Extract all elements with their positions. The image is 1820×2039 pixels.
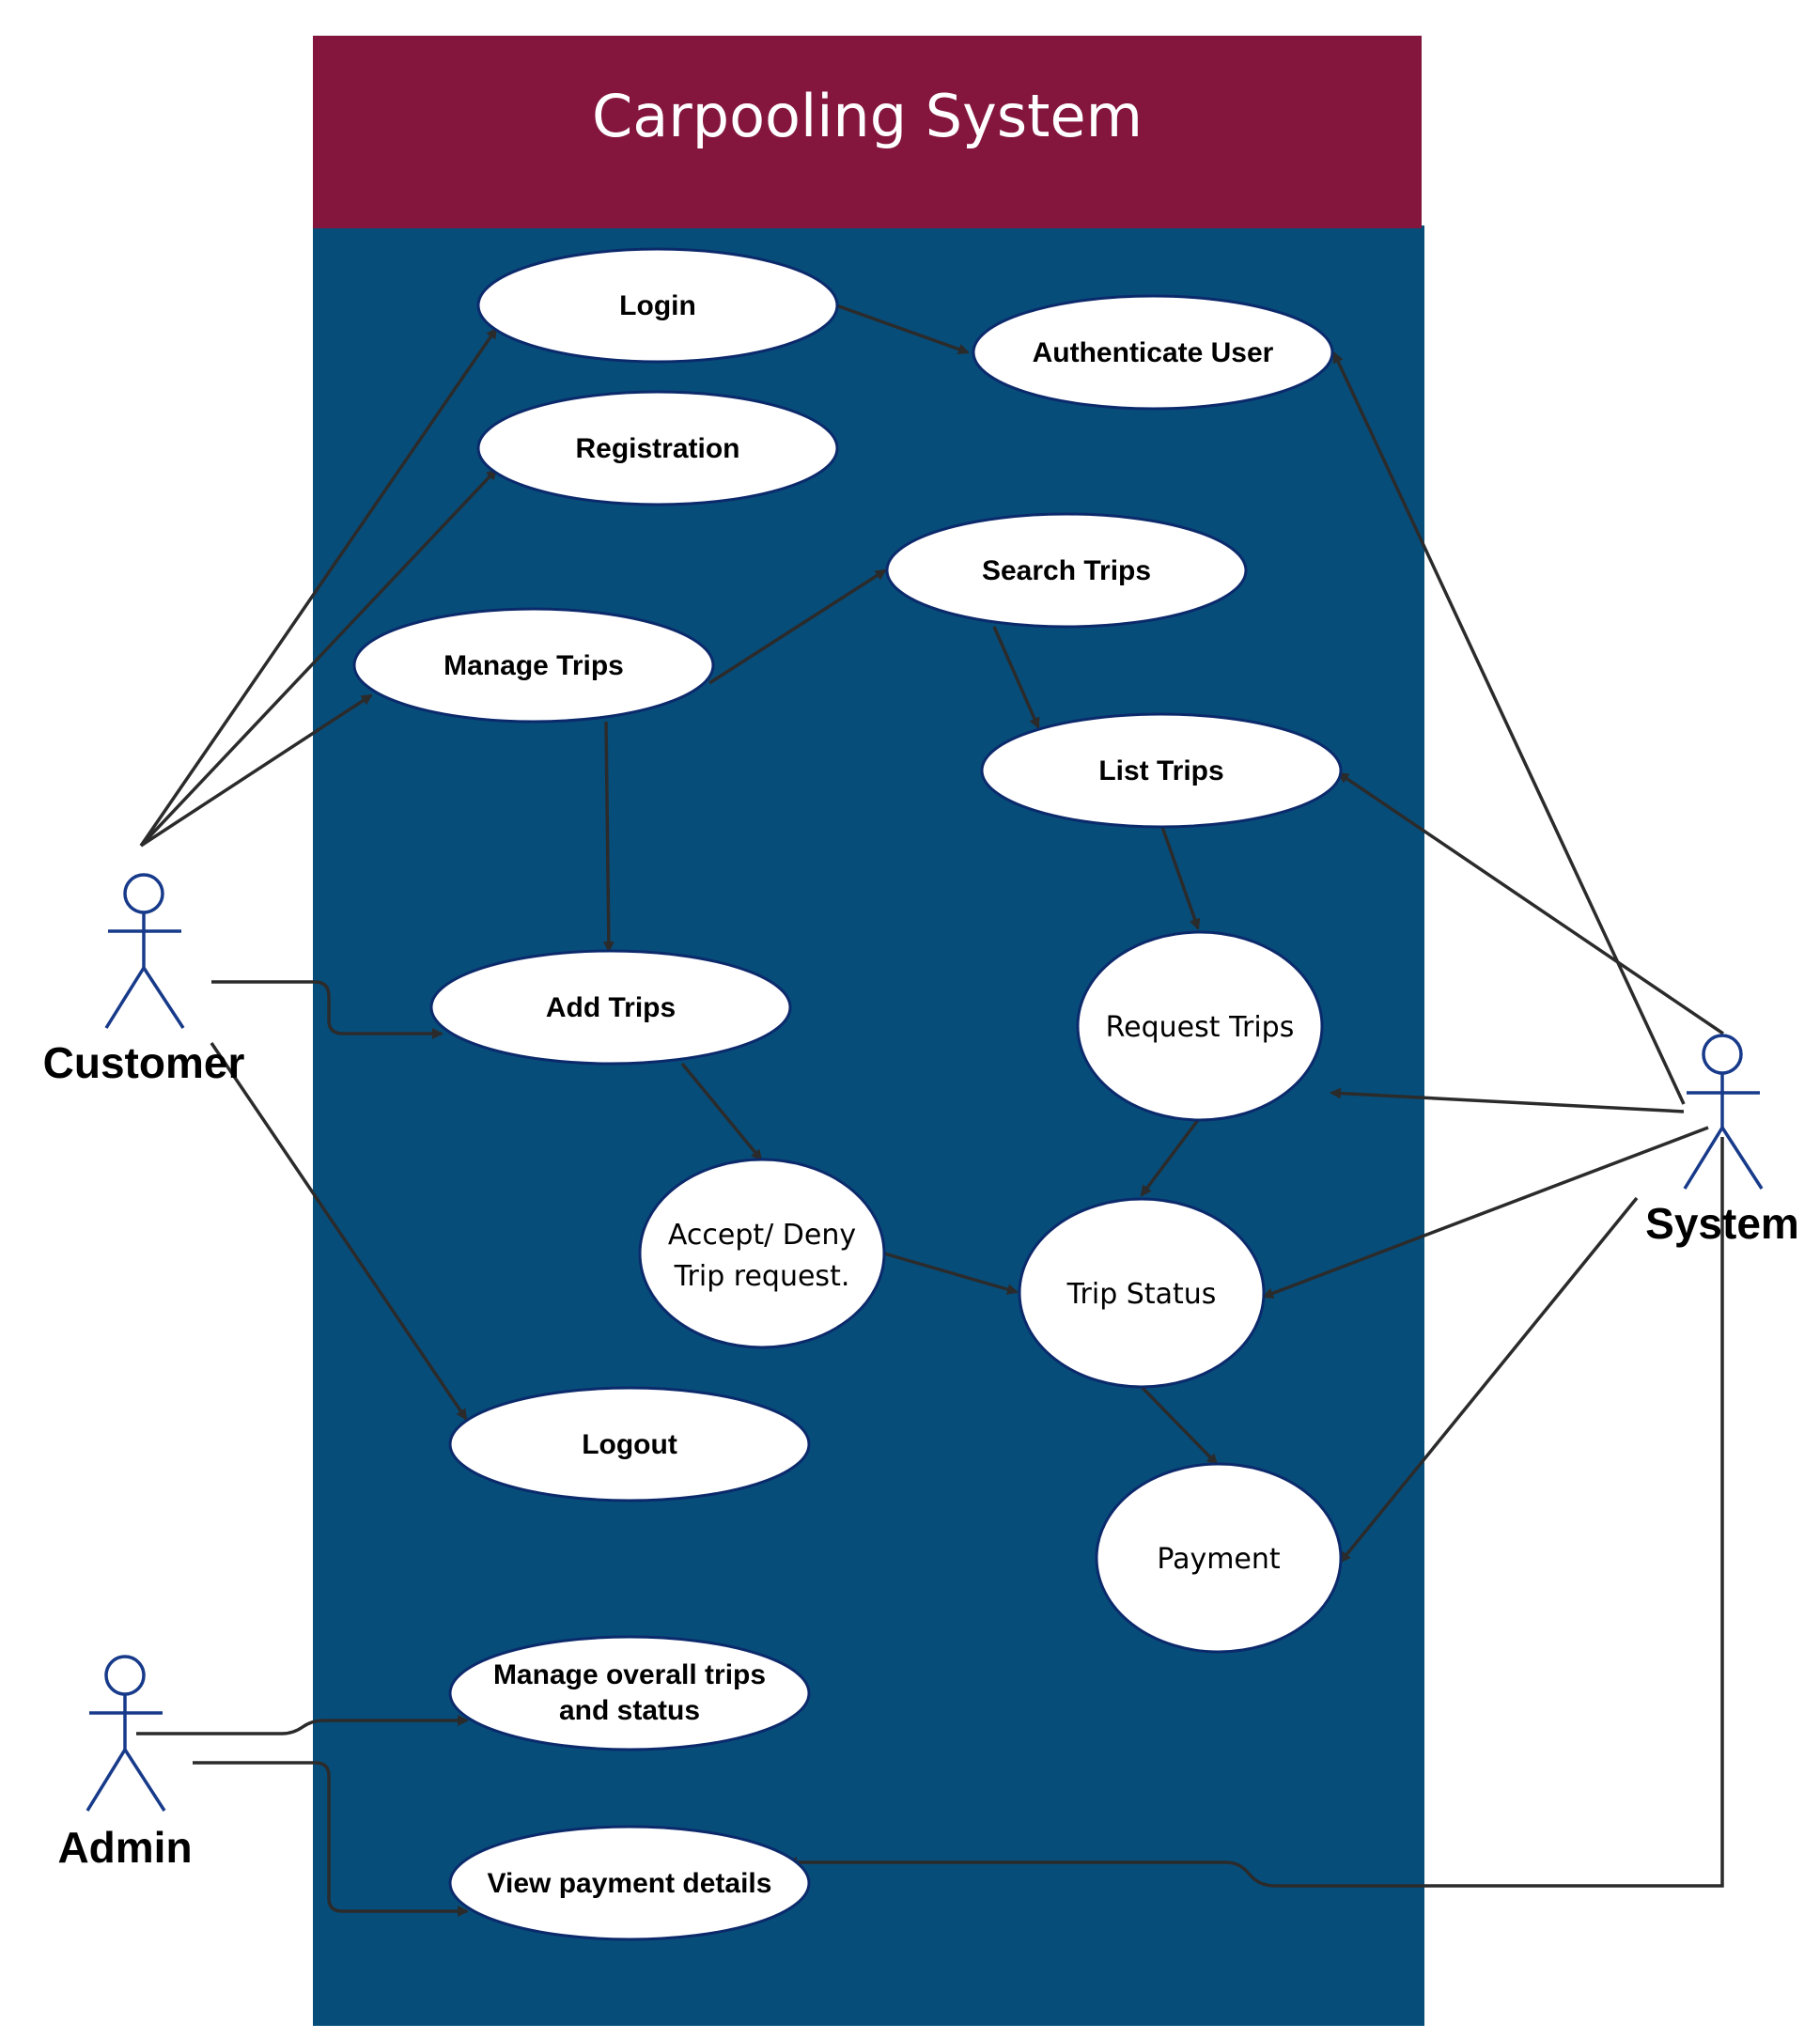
edge-login-authenticate [835,304,970,355]
associations [136,304,1724,1917]
edge-system-payment [1339,1196,1639,1564]
title-band [313,36,1422,228]
use-case-accept-deny[interactable]: Accept/ Deny Trip request. [638,1158,886,1349]
use-case-view-payment-details[interactable]: View payment details [448,1825,811,1941]
actor-system[interactable]: System [1645,1034,1799,1248]
edge-add-accept [680,1062,763,1161]
edge-system-request [1330,1087,1685,1113]
use-case-add-trips[interactable]: Add Trips [429,949,792,1066]
edge-system-status [1262,1126,1709,1300]
use-case-login[interactable]: Login [476,247,839,364]
use-case-label: Trip Status [1066,1278,1217,1311]
use-case-label: Logout [582,1429,677,1460]
actor-label: Admin [57,1823,192,1872]
use-case-label-line-1: Accept/ Deny [668,1219,856,1252]
actor-label: System [1645,1199,1799,1248]
use-case-label: Request Trips [1106,1011,1295,1044]
edge-admin-view-payment [193,1761,469,1917]
edge-search-list [992,626,1040,729]
edge-system-authenticate [1332,351,1686,1105]
edge-customer-logout [210,1042,468,1421]
actor-label: Customer [43,1038,245,1087]
edge-system-view-payment [786,1137,1724,1888]
use-case-label: Payment [1157,1543,1281,1576]
use-case-manage-overall-trips[interactable]: Manage overall trips and status [448,1635,811,1751]
edge-list-request [1160,826,1201,930]
actor-admin[interactable]: Admin [57,1655,193,1872]
stick-figure-icon [86,1655,166,1812]
use-case-payment[interactable]: Payment [1095,1462,1343,1654]
edge-customer-manage-trips [140,693,373,848]
use-case-label-line-2: Trip request. [674,1260,850,1293]
use-case-label: Registration [575,433,739,464]
edge-manage-search [708,568,887,685]
use-case-trip-status[interactable]: Trip Status [1018,1197,1266,1389]
use-case-label: Manage Trips [443,650,624,681]
edge-customer-registration [139,468,498,848]
use-case-authenticate-user[interactable]: Authenticate User [972,294,1334,411]
use-case-label: Authenticate User [1033,337,1274,368]
use-case-logout[interactable]: Logout [448,1386,811,1502]
system-boundary [313,226,1424,2026]
edge-system-list [1337,771,1724,1035]
diagram-title: Carpooling System [592,82,1143,150]
edge-admin-manage-overall [136,1715,469,1735]
use-case-label: Add Trips [546,992,676,1023]
use-case-label-line-1: Manage overall trips [493,1659,766,1690]
stick-figure-icon [1683,1034,1764,1190]
use-case-manage-trips[interactable]: Manage Trips [352,607,715,724]
use-case-label: Login [619,290,696,321]
use-case-request-trips[interactable]: Request Trips [1076,930,1324,1122]
edge-customer-login [139,327,498,847]
use-case-label-line-2: and status [559,1695,700,1726]
edge-accept-status [883,1252,1019,1295]
use-case-label: List Trips [1098,755,1223,786]
use-case-label: Search Trips [982,555,1151,586]
edge-customer-add-trips [211,980,443,1039]
edge-manage-add [602,721,614,953]
edge-status-payment [1140,1385,1219,1466]
use-case-label: View payment details [488,1868,772,1899]
use-case-registration[interactable]: Registration [476,390,839,506]
stick-figure-icon [104,873,185,1029]
actor-customer[interactable]: Customer [43,873,245,1087]
edge-request-status [1140,1118,1200,1197]
use-case-search-trips[interactable]: Search Trips [885,512,1248,629]
use-case-list-trips[interactable]: List Trips [980,712,1343,829]
